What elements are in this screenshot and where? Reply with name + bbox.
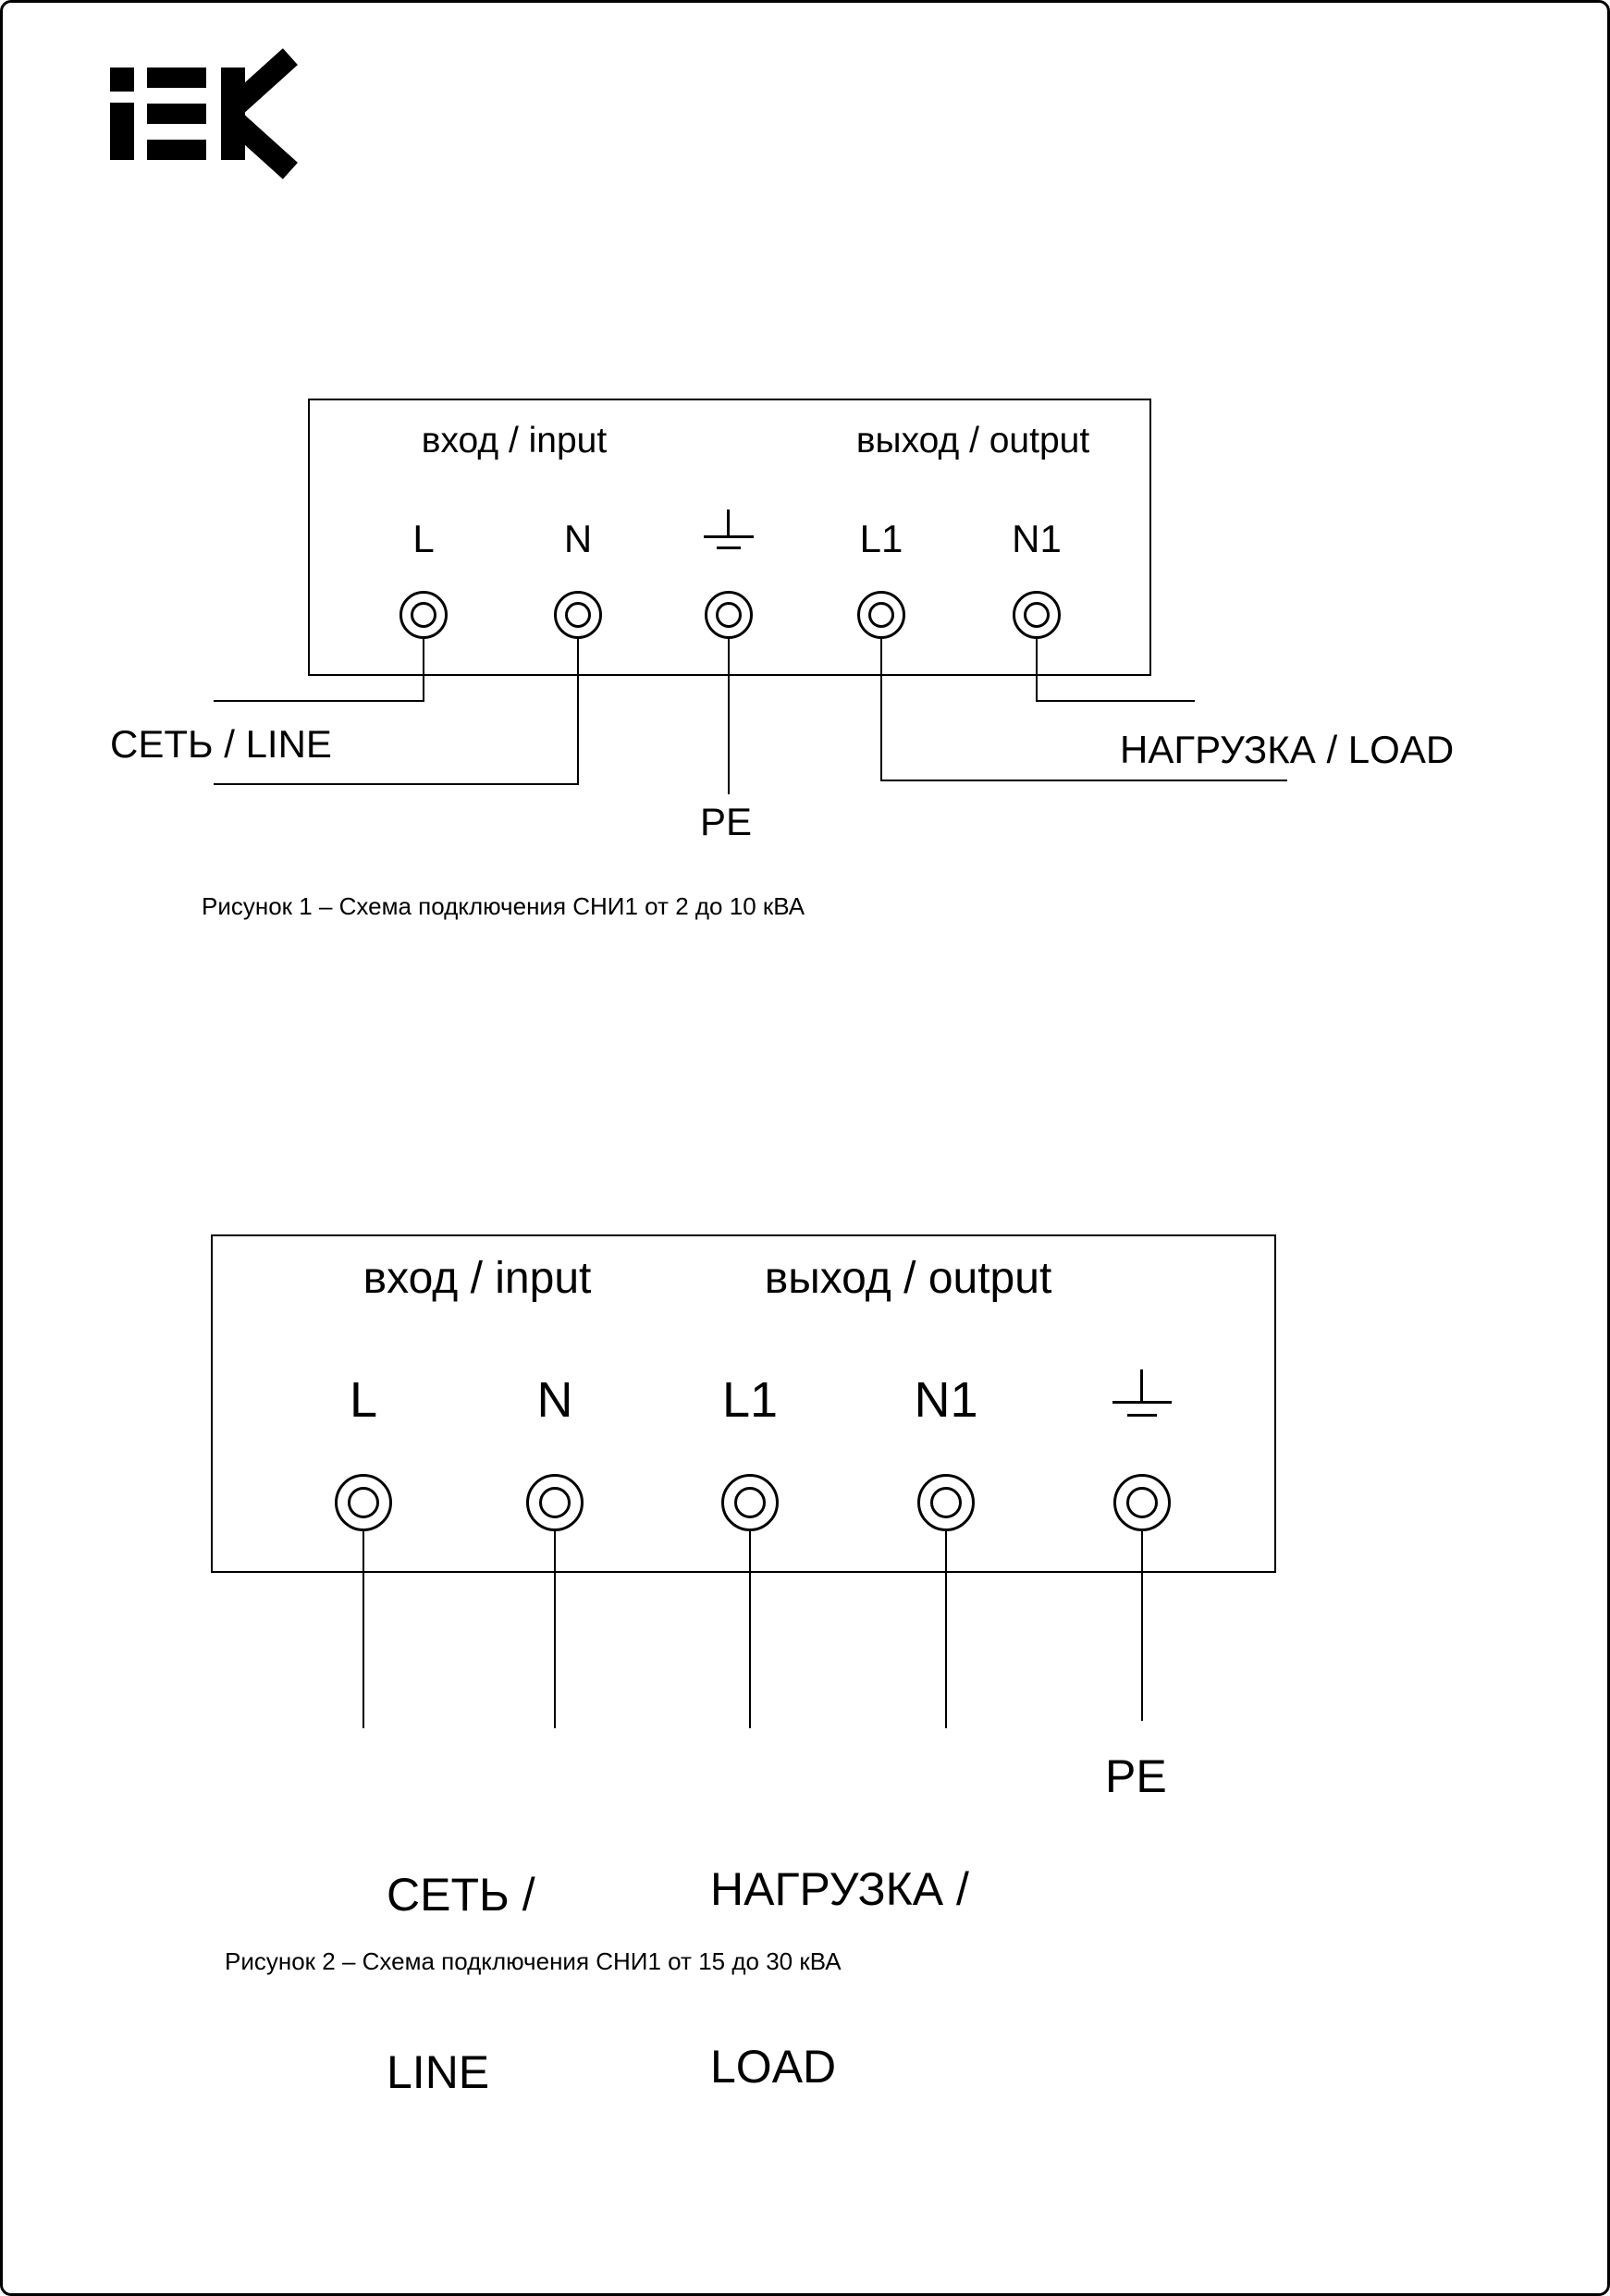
terminal-l1 [721,1474,779,1531]
figure2-input-header: вход / input [363,1254,592,1303]
terminal-n [526,1474,584,1531]
figure1-wire-l1-vertical [880,639,882,781]
terminal-pe [705,591,753,639]
figure1-terminal-label-l1: L1 [859,517,903,560]
figure2-wire-pe-vertical [1141,1531,1143,1721]
figure2-terminal-label-l: L [349,1372,378,1428]
figure1-terminal-label-n1: N1 [1012,517,1062,560]
figure2-load-label-line1: НАГРУЗКА / [710,1863,969,1915]
figure1-wire-n-vertical [577,639,579,785]
terminal-n [554,591,602,639]
figure2-wire-l1-vertical [749,1531,751,1728]
figure2-line-label: СЕТЬ / LINE [387,1747,535,2220]
figure1-input-header: вход / input [421,421,608,460]
figure2-load-label: НАГРУЗКА / LOAD [710,1741,969,2215]
earth-ground-icon [1112,1369,1172,1421]
figure1-terminal-label-n: N [563,517,593,560]
terminal-l [335,1474,392,1531]
figure2-line-label-line2: LINE [387,2046,490,2098]
figure1-line-label: СЕТЬ / LINE [110,722,332,766]
figure1-wire-load-top [1036,700,1195,702]
figure1-wire-l-vertical [423,639,424,702]
figure1-wire-line-bottom [214,783,579,785]
figure1-wire-n1-vertical [1036,639,1038,702]
figure2-caption: Рисунок 2 – Схема подключения СНИ1 от 15… [225,1947,842,1975]
terminal-l1 [857,591,905,639]
figure2-pe-label: PE [1105,1750,1167,1802]
figure1-wire-load-bottom [880,780,1287,781]
figure2-wire-n1-vertical [945,1531,947,1728]
figure2-output-header: выход / output [764,1254,1052,1303]
figure2-line-label-line1: СЕТЬ / [387,1869,535,1921]
figure2-terminal-label-l1: L1 [721,1372,779,1428]
figure2-terminal-label-n1: N1 [914,1372,978,1428]
figure1-caption: Рисунок 1 – Схема подключения СНИ1 от 2 … [202,892,805,920]
terminal-l [399,591,448,639]
figure1-terminal-label-l: L [412,517,435,560]
figure2-wire-n-vertical [554,1531,556,1728]
figure2-terminal-label-n: N [536,1372,573,1428]
figure1-load-label: НАГРУЗКА / LOAD [1120,728,1455,771]
figure2-wire-l-vertical [363,1531,364,1728]
iek-logo-icon [110,48,298,179]
terminal-n1 [1013,591,1061,639]
figure2-load-label-line2: LOAD [710,2041,837,2093]
terminal-n1 [917,1474,975,1531]
earth-ground-icon [704,510,754,552]
figure1-wire-pe-vertical [728,639,730,794]
terminal-pe [1113,1474,1171,1531]
figure1-output-header: выход / output [855,421,1090,460]
figure1-pe-label: PE [700,800,753,843]
figure1-wire-line-top [214,700,424,702]
